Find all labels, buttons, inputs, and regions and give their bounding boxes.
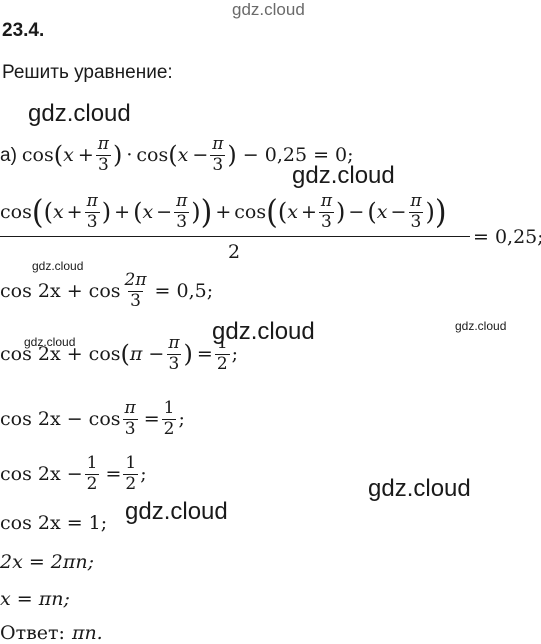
paren-close: ) — [200, 193, 213, 232]
big-fraction-bar — [0, 236, 470, 237]
cos-fn: cos — [21, 143, 54, 166]
op-plus: + — [66, 200, 83, 223]
semicolon: ; — [231, 342, 239, 365]
paren-close: ) — [183, 339, 193, 368]
rhs-text: = 0,5; — [154, 279, 214, 302]
denominator-2: 2 — [228, 241, 241, 263]
semicolon: ; — [178, 407, 185, 430]
var-x: x — [63, 143, 74, 166]
paren-close: ) — [227, 140, 237, 169]
answer-label: Ответ: — [0, 622, 65, 644]
cos-fn: cos — [234, 200, 267, 223]
part-label: а) — [0, 144, 17, 166]
var-x: x — [177, 143, 189, 166]
op-plus: + — [114, 200, 131, 223]
lhs-text: cos 2x + cos — [0, 342, 121, 365]
var-x: x — [376, 200, 388, 223]
op-plus: + — [300, 200, 317, 223]
watermark-5: gdz.cloud — [455, 319, 507, 333]
line-7-text: cos 2x = 1; — [0, 512, 108, 534]
op-eq: = — [105, 462, 122, 485]
watermark-4: gdz.cloud — [212, 318, 315, 345]
lhs-text: cos 2x + cos — [0, 279, 121, 302]
problem-number: 23.4. — [2, 20, 45, 41]
paren-open: ( — [120, 339, 130, 368]
paren-open: ( — [266, 193, 278, 232]
op-minus: − — [156, 200, 173, 223]
task-statement: Решить уравнение: — [2, 62, 173, 83]
big-fraction-denominator: 2 — [228, 243, 240, 262]
answer-line: Ответ: πn. — [0, 624, 103, 643]
op-minus: − — [348, 200, 365, 223]
lhs-text: cos 2x − cos — [0, 407, 121, 430]
paren-open: ( — [53, 140, 64, 169]
tail-text: − 0,25 = 0; — [242, 143, 354, 166]
cos-fn: cos — [0, 200, 32, 223]
watermark-7: gdz.cloud — [368, 475, 471, 502]
watermark-8: gdz.cloud — [125, 498, 228, 525]
equation-line-9: x = πn; — [0, 590, 70, 609]
var-x: x — [52, 200, 64, 223]
watermark-1: gdz.cloud — [28, 100, 131, 127]
paren-open: ( — [43, 197, 53, 226]
paren-close: ) — [112, 140, 123, 169]
watermark-3: gdz.cloud — [32, 259, 84, 273]
paren-close: ) — [101, 197, 112, 226]
rhs-value: = 0,25; — [473, 226, 541, 248]
paren-open: ( — [168, 140, 178, 169]
var-x: x — [142, 200, 154, 223]
watermark-6: gdz.cloud — [24, 335, 76, 349]
op-plus: + — [77, 143, 94, 166]
semicolon: ; — [140, 462, 147, 485]
paren-close: ) — [336, 197, 346, 226]
watermark-2: gdz.cloud — [292, 162, 395, 189]
paren-open: ( — [133, 197, 143, 226]
paren-open: ( — [31, 193, 44, 232]
op-dot: · — [126, 143, 133, 166]
paren-open: ( — [367, 197, 377, 226]
op-plus: + — [215, 200, 232, 223]
paren-open: ( — [277, 197, 288, 226]
paren-close: ) — [425, 197, 435, 226]
answer-value: πn. — [71, 622, 103, 644]
paren-close: ) — [434, 193, 447, 232]
op-minus: − — [192, 143, 209, 166]
watermark-top: gdz.cloud — [232, 0, 305, 19]
big-fraction-rhs: = 0,25; — [473, 228, 541, 247]
equation-line-8: 2x = 2πn; — [0, 553, 94, 572]
paren-close: ) — [191, 197, 201, 226]
var-x: x — [287, 200, 298, 223]
equation-line-7: cos 2x = 1; — [0, 514, 107, 533]
lhs-text: cos 2x − — [0, 462, 83, 485]
cos-fn: cos — [136, 143, 169, 166]
pi-minus: π − — [129, 342, 165, 365]
line-9-text: x = πn; — [0, 588, 70, 610]
op-eq: = — [196, 342, 213, 365]
op-eq: = — [143, 407, 160, 430]
line-8-text: 2x = 2πn; — [0, 551, 95, 573]
op-minus: − — [390, 200, 407, 223]
